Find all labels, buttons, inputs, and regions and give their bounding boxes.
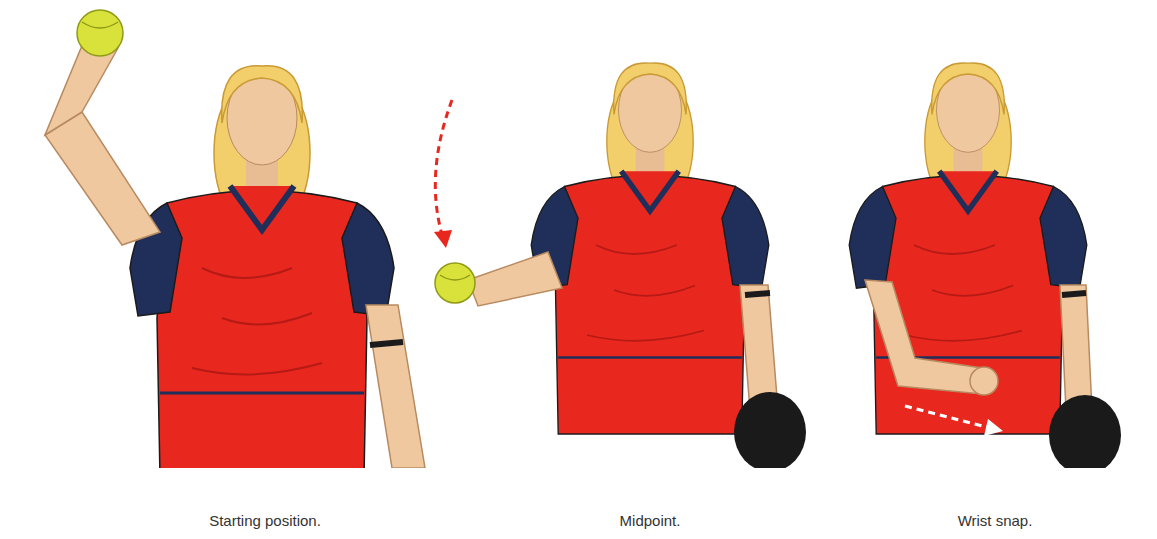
arrow-head (984, 419, 1003, 436)
softball (435, 263, 475, 303)
swinging-arm (468, 252, 562, 306)
figure-caption: Starting position. (209, 512, 321, 529)
figure-caption: Midpoint. (620, 512, 681, 529)
arrow-head (434, 230, 452, 248)
ball-seam (82, 22, 118, 28)
ball-seam (440, 275, 470, 280)
crop-mask (0, 468, 1157, 539)
glove-arm (740, 285, 778, 410)
softball (77, 10, 123, 56)
motion-arrow (905, 406, 990, 428)
snapping-arm (865, 280, 982, 394)
motion-arrow (435, 100, 452, 238)
pitcher-body (849, 63, 1087, 434)
hand (970, 367, 998, 395)
pitcher-body (531, 63, 769, 434)
hanging-arm (366, 305, 425, 468)
figure-caption: Wrist snap. (958, 512, 1033, 529)
armband (1062, 293, 1086, 295)
glove (1049, 395, 1121, 475)
pitcher-body (130, 66, 394, 478)
glove (734, 392, 806, 472)
raised-upper-arm (45, 112, 160, 245)
armband (370, 342, 403, 345)
armband (745, 293, 770, 295)
glove-arm (1060, 285, 1092, 410)
